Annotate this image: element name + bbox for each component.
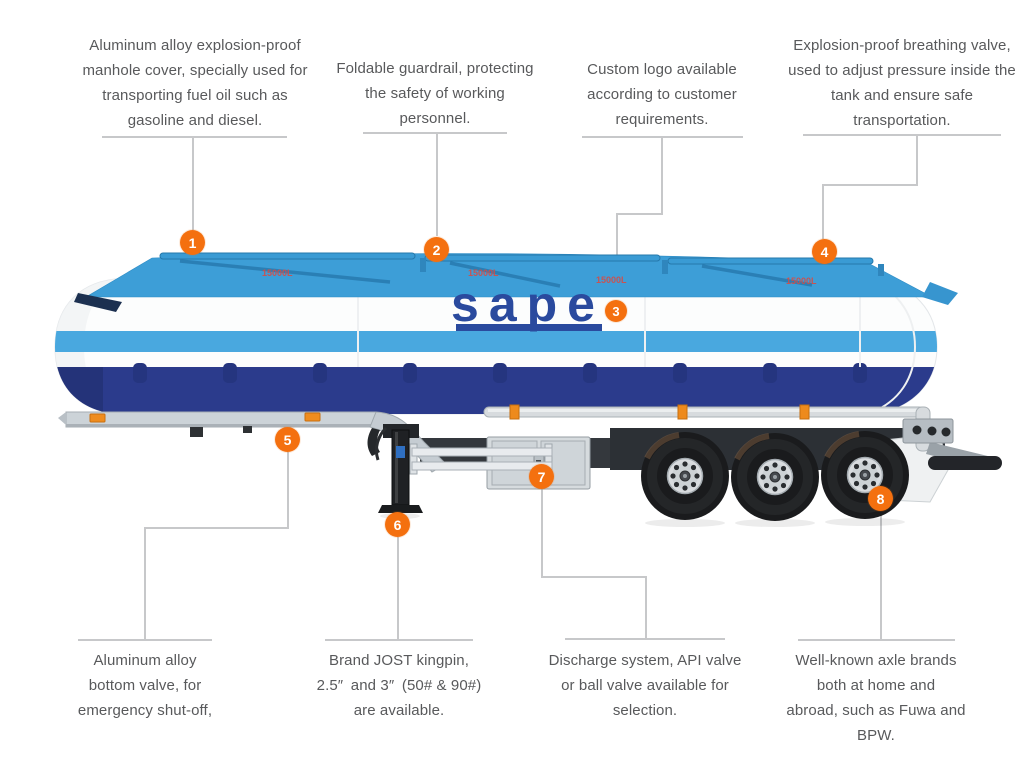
svg-text:15000L: 15000L — [786, 276, 817, 286]
svg-text:15000L: 15000L — [468, 268, 499, 278]
reflector — [304, 412, 321, 422]
tank-baffle-tabs — [133, 363, 867, 383]
sape-logo: sape — [451, 276, 605, 332]
wheel — [821, 431, 909, 519]
annotation-text-8: Well-known axle brands both at home and … — [786, 652, 966, 744]
annotation-text-2: Foldable guardrail, protecting the safet… — [336, 60, 534, 127]
feature-marker-3: 3 — [605, 300, 627, 322]
tank-roof: 15000L 15000L 15000L 15000L — [74, 252, 958, 312]
connector-8 — [798, 511, 955, 641]
svg-text:15000L: 15000L — [596, 275, 627, 285]
chassis-rail — [58, 411, 447, 473]
tank-stripe — [55, 331, 937, 352]
connector-4 — [803, 134, 1001, 239]
rear-bumper — [902, 418, 1002, 470]
connector-6 — [325, 537, 473, 641]
feature-marker-2: 2 — [424, 237, 449, 262]
annotation-text-3: Custom logo available according to custo… — [587, 61, 737, 128]
reflector — [89, 413, 106, 423]
pipe-clamp — [677, 404, 688, 420]
axles-wheels — [641, 431, 909, 521]
annotation-text-7: Discharge system, API valve or ball valv… — [548, 652, 742, 719]
volume-marking: 15000L 15000L 15000L 15000L — [262, 268, 817, 286]
annotation-text-5: Aluminum alloy bottom valve, for emergen… — [77, 652, 213, 719]
feature-marker-8: 8 — [868, 486, 893, 511]
annotation-text-1: Aluminum alloy explosion-proof manhole c… — [82, 37, 308, 129]
feature-marker-7: 7 — [529, 464, 554, 489]
feature-marker-1: 1 — [180, 230, 205, 255]
connector-5 — [78, 452, 289, 641]
connector-1 — [102, 136, 287, 230]
annotation-text-6: Brand JOST kingpin, 2.5″ and 3″ (50# & 9… — [316, 652, 482, 719]
logo-underline — [456, 324, 602, 331]
feature-marker-6: 6 — [385, 512, 410, 537]
wheel — [731, 433, 819, 521]
pipe-clamp — [509, 404, 520, 420]
tanker-trailer: 15000L 15000L 15000L 15000L sape — [54, 252, 1002, 527]
feature-marker-4: 4 — [812, 239, 837, 264]
connector-2 — [363, 132, 507, 236]
wheel — [641, 432, 729, 520]
pipe-clamp — [799, 404, 810, 420]
landing-gear-leg — [391, 429, 410, 506]
connector-7 — [541, 489, 725, 640]
svg-text:sape: sape — [451, 276, 605, 332]
connector-lines — [78, 132, 1001, 641]
svg-text:15000L: 15000L — [262, 268, 293, 278]
landing-gear — [367, 424, 423, 513]
feature-marker-5: 5 — [275, 427, 300, 452]
side-guard — [409, 443, 553, 475]
landing-gear-foot — [378, 505, 423, 513]
annotation-text-4: Explosion-proof breathing valve, used to… — [788, 37, 1016, 129]
front-fitting — [74, 293, 122, 312]
